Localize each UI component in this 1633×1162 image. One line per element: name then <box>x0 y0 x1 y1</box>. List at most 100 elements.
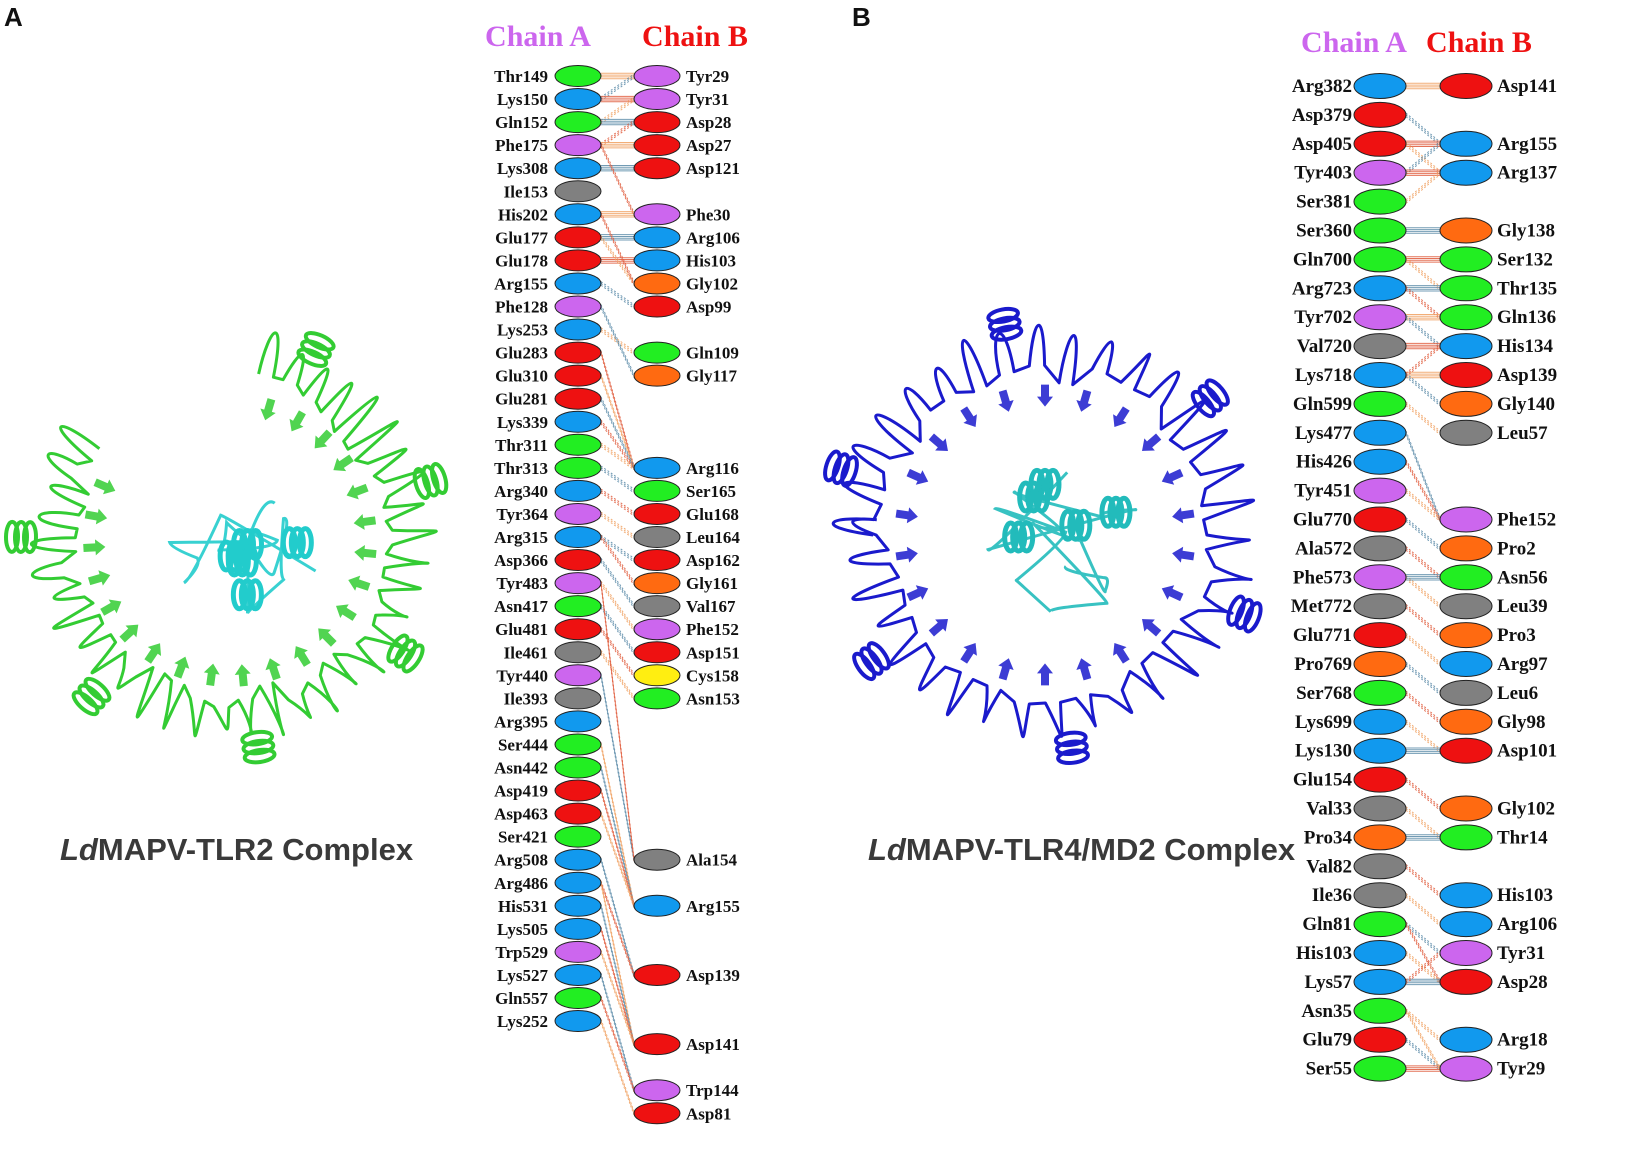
chain-b-residue-node <box>633 641 681 664</box>
interaction-line <box>1405 636 1441 667</box>
interaction-line <box>600 538 635 563</box>
beta-strand <box>314 429 333 449</box>
chain-a-residue-node <box>1353 130 1407 157</box>
chain-a-residue-node <box>554 65 602 87</box>
chain-a-residue-node <box>1353 708 1407 735</box>
chain-a-residue-node <box>1353 246 1407 273</box>
panel-label-b: B <box>852 2 871 32</box>
chain-a-residue-label: Pro769 <box>1294 654 1352 675</box>
chain-a-residue-label: Lys253 <box>497 321 548 340</box>
interaction-line <box>600 212 635 282</box>
chain-b-residue-node <box>1439 1026 1493 1053</box>
beta-strand <box>1113 406 1130 427</box>
chain-a-residue-label: Ser768 <box>1296 683 1352 704</box>
interaction-line <box>1405 463 1441 522</box>
chain-b-residue-label: Asn153 <box>686 689 740 708</box>
chain-b-residue-node <box>1439 390 1493 417</box>
interaction-line <box>1405 315 1441 345</box>
interaction-line <box>600 561 635 609</box>
chain-a-residue-label: Glu310 <box>495 367 548 386</box>
interaction-line <box>600 75 635 100</box>
chain-b-residue-label: Ser165 <box>686 482 736 501</box>
interaction-line <box>1405 576 1441 607</box>
interaction-line <box>1405 925 1441 984</box>
interaction-line <box>1405 952 1441 983</box>
beta-strand <box>353 514 377 530</box>
chain-a-residue-label: Lys505 <box>497 920 548 939</box>
chain-b-residue-node <box>633 456 681 479</box>
interaction-line <box>1405 864 1441 894</box>
interaction-line <box>1405 952 1441 983</box>
interaction-line <box>1405 519 1441 549</box>
interaction-line <box>600 997 635 1091</box>
interaction-line <box>600 651 635 699</box>
chain-b-residue-node <box>633 526 681 548</box>
chain-b-residue-label: Cys158 <box>686 666 739 685</box>
chain-a-residue-node <box>554 825 602 848</box>
chain-a-residue-node <box>1353 911 1407 938</box>
chain-a-residue-node <box>554 387 602 410</box>
chain-a-residue-label: His531 <box>498 897 548 916</box>
interaction-line <box>600 650 635 697</box>
chain-a-residue-node <box>554 88 602 111</box>
chain-a-residue-label: Gln81 <box>1302 914 1352 935</box>
interaction-line <box>600 880 635 974</box>
chain-a-residue-label: Lys252 <box>497 1012 548 1031</box>
chain-b-residue-node <box>633 479 681 502</box>
beta-strand <box>100 599 122 616</box>
interaction-line <box>1405 286 1441 316</box>
beta-strand <box>998 658 1014 681</box>
chain-b-residue-label: Gly117 <box>686 367 738 386</box>
interaction-line <box>1405 605 1441 636</box>
interaction-line <box>600 375 635 469</box>
chain-b-residue-label: Arg155 <box>686 897 740 916</box>
chain-a-residue-label: Phe573 <box>1293 567 1352 588</box>
beta-strand <box>928 433 948 451</box>
chain-b-residue-node <box>633 341 681 364</box>
chain-a-residue-label: Glu177 <box>495 228 548 247</box>
chain-a-residue-label: Lys57 <box>1304 972 1352 993</box>
chain-a-residue-label: Pro34 <box>1304 827 1353 848</box>
chain-b-residue-node <box>1439 968 1493 995</box>
chain-b-residue-label: Asp101 <box>1497 741 1557 762</box>
chain-a-residue-node <box>1353 188 1407 215</box>
interaction-line <box>600 813 635 906</box>
beta-strand <box>895 507 918 524</box>
chain-a-residue-node <box>1353 593 1407 620</box>
interaction-line <box>1405 950 1441 981</box>
chain-a-residue-node <box>554 226 602 249</box>
chain-a-residue-node <box>1353 217 1407 244</box>
chain-a-residue-label: Glu178 <box>495 251 548 270</box>
ligand-structure <box>167 500 317 615</box>
chain-b-residue-node <box>633 157 681 180</box>
interaction-line <box>1405 287 1441 318</box>
chain-b-residue-label: Leu6 <box>1497 683 1538 704</box>
chain-b-residue-node <box>1439 304 1493 331</box>
chain-a-residue-label: Arg315 <box>494 528 548 547</box>
beta-strand <box>333 454 354 472</box>
interaction-line <box>600 536 635 561</box>
interaction-line <box>600 423 635 470</box>
chain-a-residue-label: Val720 <box>1297 336 1352 357</box>
chain-a-residue-label: Gln557 <box>495 989 548 1008</box>
interaction-line <box>600 237 635 284</box>
interaction-line <box>600 513 635 538</box>
chain-a-residue-label: Tyr364 <box>496 505 548 524</box>
chain-a-residue-label: Glu281 <box>495 390 548 409</box>
interaction-line <box>600 465 635 490</box>
chain-b-residue-label: Asp99 <box>686 298 731 317</box>
interaction-line <box>600 534 635 582</box>
chain-b-residue-label: Leu39 <box>1497 596 1548 617</box>
interaction-line <box>600 583 635 860</box>
chain-a-residue-label: Ala572 <box>1295 538 1352 559</box>
chain-a-residue-label: Lys699 <box>1295 712 1352 733</box>
interaction-line <box>600 100 635 125</box>
beta-strand <box>998 389 1014 412</box>
interaction-line <box>1405 607 1441 638</box>
beta-strand <box>1113 643 1130 664</box>
chain-b-residue-label: Tyr29 <box>1497 1059 1545 1080</box>
chain-a-residue-node <box>1353 275 1407 302</box>
chain-a-residue-node <box>1353 997 1407 1024</box>
interaction-line <box>600 1022 635 1116</box>
interaction-line <box>600 238 635 286</box>
